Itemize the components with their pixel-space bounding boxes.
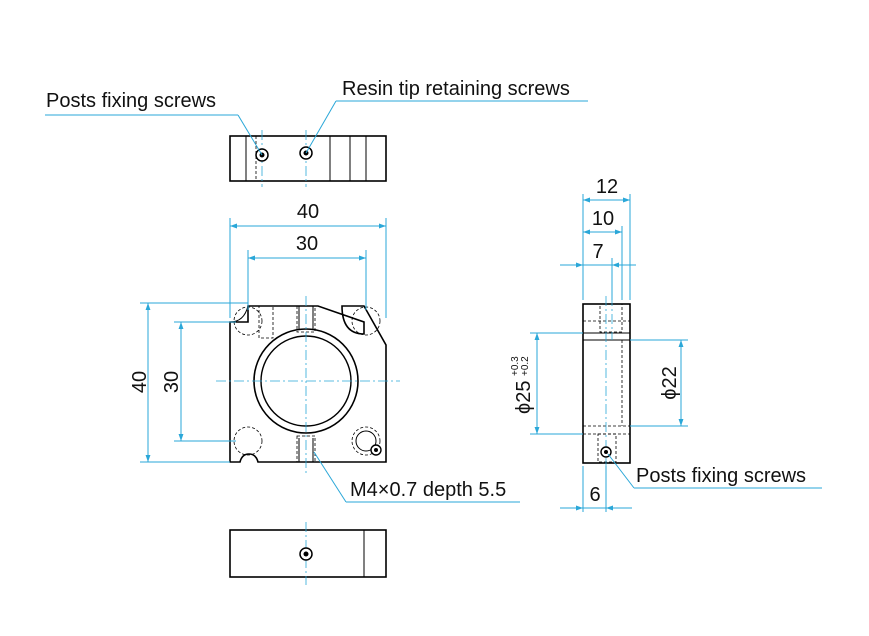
bottom-view <box>229 522 387 585</box>
dim-height-40-label: 40 <box>129 371 151 393</box>
phi25-tol-lower: +0.2 <box>520 356 531 376</box>
callout-posts-fixing-top: Posts fixing screws <box>45 90 263 156</box>
dim-phi22: ϕ22 <box>630 339 688 427</box>
bottom-screw-icon <box>299 547 313 561</box>
dim-height-30-label: 30 <box>161 371 183 393</box>
dim-width-inner: 30 <box>247 233 367 310</box>
dim-phi25: ϕ25 +0.3 +0.2 <box>510 332 583 435</box>
front-view <box>216 296 400 476</box>
resin-tip-label: Resin tip retaining screws <box>342 78 570 100</box>
dim-height-inner: 30 <box>161 321 236 442</box>
dim-12-label: 12 <box>596 176 618 198</box>
dim-7: 7 <box>560 241 636 300</box>
dim-10: 10 <box>583 208 623 300</box>
phi22-label: ϕ22 <box>659 366 681 399</box>
dim-12: 12 <box>582 176 631 300</box>
callout-posts-fixing-side: Posts fixing screws <box>607 453 822 489</box>
thread-label: M4×0.7 depth 5.5 <box>350 479 506 501</box>
callout-thread: M4×0.7 depth 5.5 <box>313 451 520 503</box>
top-view <box>229 130 387 187</box>
callout-resin-tip: Resin tip retaining screws <box>305 78 588 154</box>
phi25-tol-upper: +0.3 <box>510 356 521 376</box>
front-posts-screw-icon <box>370 444 382 456</box>
side-view <box>582 296 631 470</box>
dim-6: 6 <box>560 466 632 512</box>
dim-height-outer: 40 <box>129 302 248 463</box>
dim-6-label: 6 <box>589 484 600 506</box>
dim-10-label: 10 <box>592 208 614 230</box>
dim-width-outer: 40 <box>229 201 387 318</box>
dim-30-label: 30 <box>296 233 318 255</box>
posts-fixing-side-label: Posts fixing screws <box>636 465 806 487</box>
phi25-label: ϕ25 <box>513 381 535 414</box>
posts-fixing-top-label: Posts fixing screws <box>46 90 216 112</box>
dim-40-label: 40 <box>297 201 319 223</box>
dim-7-label: 7 <box>592 241 603 263</box>
